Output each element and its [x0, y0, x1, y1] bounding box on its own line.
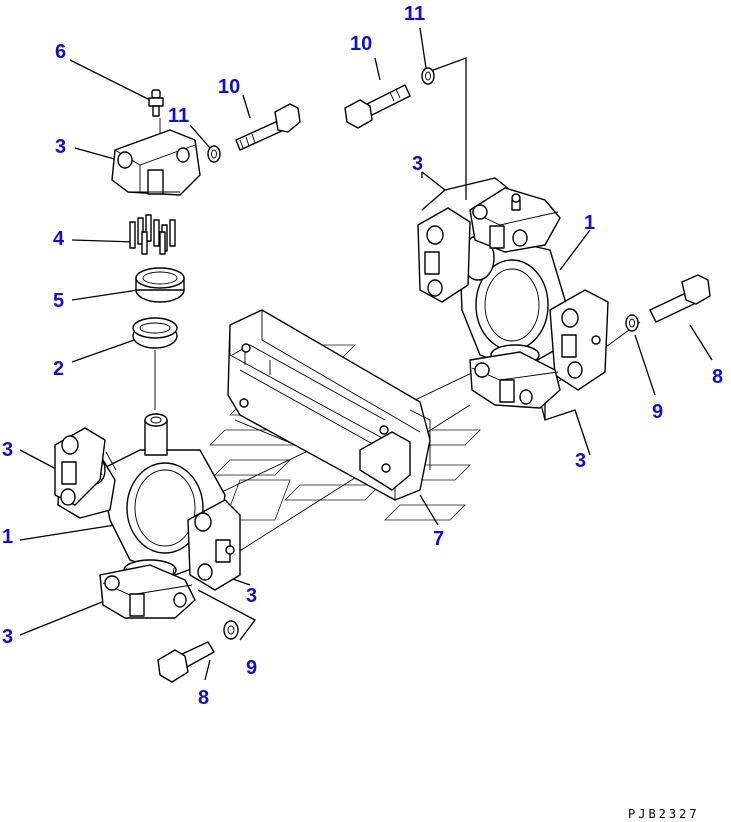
cap-upper-right-d: [469, 351, 561, 409]
washer-lower-left: [223, 620, 239, 640]
yoke-housing: [227, 309, 431, 501]
bolt-right: [649, 274, 711, 323]
label-10-b: 10: [350, 33, 372, 55]
washer-upper-right: [421, 67, 435, 85]
needle-rollers: [129, 214, 176, 255]
label-8-a: 8: [198, 687, 209, 709]
label-3-a: 3: [55, 136, 66, 158]
label-5: 5: [53, 290, 64, 312]
label-1-a: 1: [2, 526, 13, 548]
label-6: 6: [55, 41, 66, 63]
label-9-b: 9: [652, 401, 663, 423]
label-3-b: 3: [2, 439, 13, 461]
bolt-upper-right: [344, 84, 411, 129]
cap-upper-right-a: [417, 207, 471, 303]
washer-upper-left: [207, 145, 221, 163]
cap-upper-left: [111, 129, 201, 196]
drawing-code: PJB2327: [628, 807, 700, 821]
label-8-b: 8: [712, 366, 723, 388]
label-3-c: 3: [2, 626, 13, 648]
spider-upper-right: [459, 235, 566, 371]
label-9-a: 9: [246, 657, 257, 679]
bolt-lower-left: [157, 641, 215, 683]
label-11-a: 11: [168, 105, 189, 127]
label-3-d: 3: [246, 585, 257, 607]
cap-lower-left-b: [187, 499, 241, 591]
label-1-b: 1: [584, 212, 595, 234]
cap-upper-right-c: [549, 289, 609, 391]
cap-lower-left-c: [99, 564, 196, 619]
cap-lower-left-a: [54, 427, 106, 506]
callout-labels: 6 3 11 10 4 5 2 3 1 3 3 9 8 10 11 3 1 8 …: [2, 3, 723, 709]
label-2: 2: [53, 358, 64, 380]
label-10-a: 10: [218, 76, 240, 98]
grease-fitting: [148, 89, 164, 117]
bolt-upper-left: [235, 103, 301, 151]
label-4: 4: [53, 228, 65, 250]
label-7: 7: [433, 528, 444, 550]
washer-right: [625, 314, 639, 332]
seal: [132, 317, 178, 349]
bearing: [135, 267, 185, 303]
label-3-f: 3: [575, 450, 586, 472]
label-3-e: 3: [412, 153, 423, 175]
cap-upper-right-b: [469, 187, 561, 253]
label-11-b: 11: [404, 3, 425, 25]
